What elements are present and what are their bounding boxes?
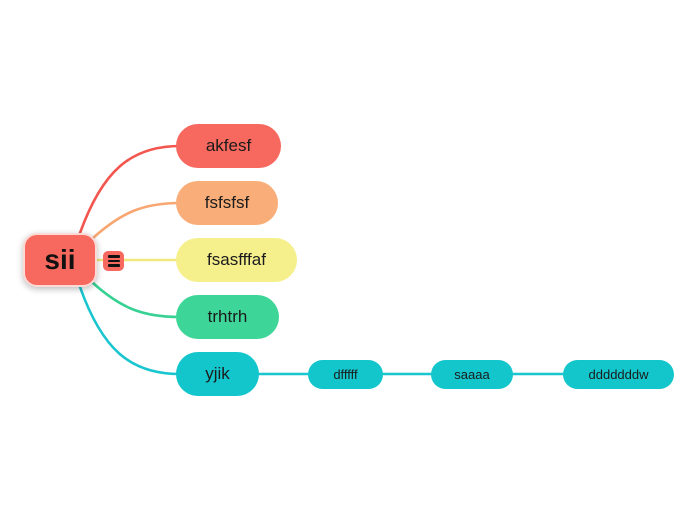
- node-label: dddddddw: [588, 367, 649, 382]
- mindmap-child-node[interactable]: fsasfffaf: [176, 238, 297, 282]
- node-label: saaaa: [454, 367, 490, 382]
- connector-yjik: [78, 285, 182, 376]
- node-label: yjik: [205, 364, 230, 383]
- root-node-label: sii: [44, 244, 76, 275]
- connector-fsfsfsf: [91, 201, 182, 240]
- mindmap-child-node[interactable]: yjik: [176, 352, 259, 396]
- node-menu-button[interactable]: [103, 251, 124, 271]
- node-label: fsfsfsf: [204, 193, 250, 212]
- mindmap-root-node[interactable]: sii: [23, 233, 97, 287]
- mindmap-child-node[interactable]: trhtrh: [176, 295, 279, 339]
- node-label: trhtrh: [207, 307, 248, 326]
- mindmap-leaf-node[interactable]: saaaa: [431, 360, 513, 389]
- node-label: dfffff: [333, 367, 358, 382]
- mindmap-child-node[interactable]: akfesf: [176, 124, 281, 168]
- node-label: fsasfffaf: [207, 250, 266, 269]
- connector-akfesf: [78, 144, 182, 235]
- menu-icon: [107, 255, 120, 258]
- mindmap-leaf-node[interactable]: dddddddw: [563, 360, 674, 389]
- connector-trhtrh: [91, 281, 182, 319]
- node-label: akfesf: [205, 136, 252, 155]
- mindmap-leaf-node[interactable]: dfffff: [308, 360, 383, 389]
- mindmap-child-node[interactable]: fsfsfsf: [176, 181, 278, 225]
